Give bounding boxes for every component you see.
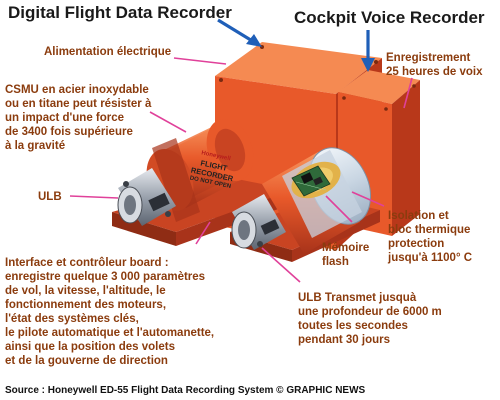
callout-ulb-transmit	[261, 247, 301, 283]
arrow-head-cvr	[361, 58, 375, 72]
callout-lines	[69, 57, 413, 283]
label-csmu-line-5: à la gravité	[5, 140, 66, 152]
label-insulation-line-2: bloc thermique	[388, 224, 471, 236]
label-insulation-line-1: Isolation et	[388, 210, 449, 222]
title-arrows	[217, 18, 375, 72]
callout-ulb	[69, 195, 119, 199]
callout-interface	[195, 221, 211, 245]
label-insulation-line-4: jusqu'à 1100° C	[388, 252, 473, 264]
flash-memory-board	[291, 165, 331, 197]
label-ulb-transmit-line-3: toutes les secondes	[298, 320, 408, 332]
label-interface-line-3: de vol, la vitesse, l'altitude, le	[5, 285, 166, 297]
label-recording-line-1: Enregistrement	[386, 52, 471, 64]
label-csmu-line-3: un impact d'une force	[5, 112, 125, 124]
cvr-ulb-beacon	[231, 194, 286, 250]
label-insulation: Isolation et bloc thermique protection j…	[388, 209, 472, 265]
callout-insulation	[351, 191, 385, 207]
label-csmu-line-1: CSMU en acier inoxydable	[5, 84, 149, 96]
label-ulb: ULB	[38, 191, 62, 203]
label-memory-line-2: flash	[322, 256, 349, 268]
title-dfdr: Digital Flight Data Recorder	[8, 3, 232, 22]
label-interface-line-4: fonctionnement des moteurs,	[5, 299, 167, 311]
label-memory: Mémoire flash	[322, 241, 369, 269]
label-csmu-line-4: de 3400 fois supérieure	[5, 126, 133, 138]
label-ulb-transmit-line-1: ULB Transmet jusquà	[298, 292, 417, 304]
dfdr-csmu-cylinder	[146, 119, 254, 222]
callout-power	[173, 57, 227, 65]
label-memory-line-1: Mémoire	[322, 242, 370, 254]
label-csmu-line-2: ou en titane peut résister à	[5, 98, 152, 110]
label-power: Alimentation électrique	[44, 46, 172, 58]
callout-recording	[403, 77, 413, 109]
title-cvr: Cockpit Voice Recorder	[294, 8, 485, 27]
label-insulation-line-3: protection	[388, 238, 445, 250]
label-ulb-transmit-line-2: une profondeur de 6000 m	[298, 306, 442, 318]
label-ulb-transmit-line-4: pendant 30 jours	[298, 334, 391, 346]
callout-csmu	[149, 111, 187, 133]
source-credit: Source : Honeywell ED-55 Flight Data Rec…	[5, 385, 366, 396]
label-ulb-transmit: ULB Transmet jusquà une profondeur de 60…	[298, 291, 442, 347]
label-interface: Interface et contrôleur board : enregist…	[5, 256, 214, 368]
label-recording: Enregistrement 25 heures de voix	[386, 51, 483, 79]
label-recording-line-2: 25 heures de voix	[386, 66, 483, 78]
arrow-head-dfdr	[246, 34, 262, 47]
cvr-cylinder-cutaway	[262, 147, 371, 254]
label-csmu: CSMU en acier inoxydable ou en titane pe…	[5, 83, 151, 153]
label-interface-line-5: l'état des systèmes clés,	[5, 313, 139, 325]
label-interface-line-6: le pilote automatique et l'automanette,	[5, 327, 215, 339]
label-interface-line-2: enregistre quelque 3 000 paramètres	[5, 271, 206, 283]
label-interface-line-7: ainsi que la position des volets	[5, 341, 175, 353]
callout-memory	[325, 195, 353, 223]
dfdr-ulb-beacon	[117, 168, 176, 226]
label-interface-line-1: Interface et contrôleur board :	[5, 257, 169, 269]
label-interface-line-8: et de la gouverne de direction	[5, 355, 168, 367]
